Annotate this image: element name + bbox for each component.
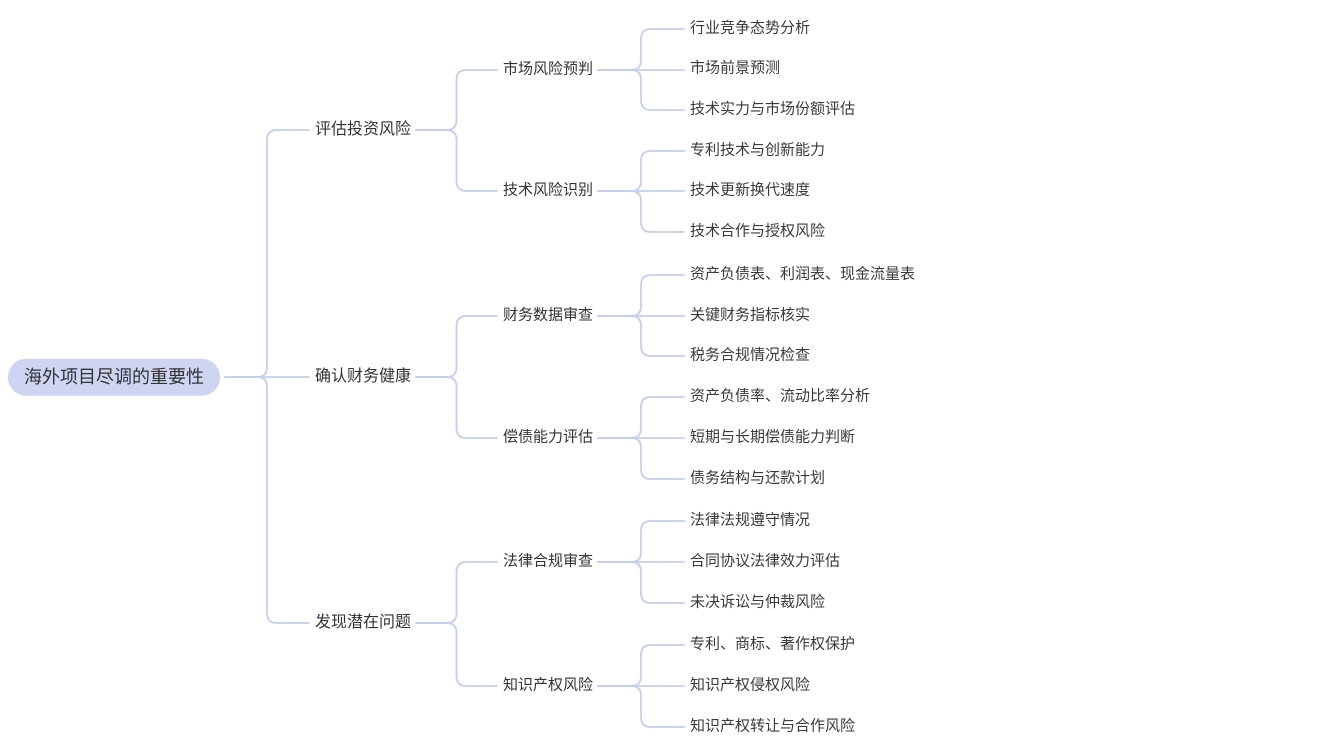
leaf-node[interactable]: 知识产权转让与合作风险 (690, 717, 856, 735)
connector-path (597, 396, 685, 439)
topic-node-financial-data-review[interactable]: 财务数据审查 (503, 306, 594, 324)
branch-node-potential-issues[interactable]: 发现潜在问题 (315, 614, 412, 631)
leaf-node[interactable]: 税务合规情况检查 (690, 346, 811, 364)
leaf-node[interactable]: 行业竞争态势分析 (690, 19, 811, 37)
topic-node-ip-risk[interactable]: 知识产权风险 (503, 676, 594, 694)
leaf-node[interactable]: 法律法规遵守情况 (690, 511, 811, 529)
leaf-node[interactable]: 技术实力与市场份额评估 (690, 100, 856, 118)
connector-path (597, 274, 685, 317)
root-node[interactable]: 海外项目尽调的重要性 (8, 358, 220, 396)
connector-path (597, 685, 685, 728)
connector-path (597, 28, 685, 71)
connector-path (415, 376, 498, 439)
leaf-node[interactable]: 市场前景预测 (690, 59, 781, 77)
leaf-node[interactable]: 专利技术与创新能力 (690, 141, 826, 159)
branch-node-investment-risk[interactable]: 评估投资风险 (315, 121, 412, 138)
connector-path (415, 622, 498, 687)
connector-path (415, 315, 498, 378)
connector-path (597, 69, 685, 111)
topic-node-market-risk-forecast[interactable]: 市场风险预判 (503, 60, 594, 78)
leaf-node[interactable]: 技术合作与授权风险 (690, 222, 826, 240)
leaf-node[interactable]: 关键财务指标核实 (690, 306, 811, 324)
leaf-node[interactable]: 合同协议法律效力评估 (690, 552, 841, 570)
topic-node-legal-compliance-review[interactable]: 法律合规审查 (503, 552, 594, 570)
connector-path (597, 437, 685, 480)
branch-node-financial-health[interactable]: 确认财务健康 (315, 368, 412, 385)
leaf-node[interactable]: 短期与长期偿债能力判断 (690, 428, 856, 446)
connector-path (224, 129, 310, 378)
leaf-node[interactable]: 资产负债率、流动比率分析 (690, 387, 871, 405)
connector-path (597, 644, 685, 687)
connector-path (597, 315, 685, 357)
connector-path (597, 150, 685, 192)
topic-node-solvency-assessment[interactable]: 偿债能力评估 (503, 428, 594, 446)
connector-path (597, 561, 685, 604)
connector-path (597, 520, 685, 563)
connector-path (415, 69, 498, 131)
leaf-node[interactable]: 知识产权侵权风险 (690, 676, 811, 694)
topic-node-tech-risk-identification[interactable]: 技术风险识别 (503, 181, 594, 199)
leaf-node[interactable]: 未决诉讼与仲裁风险 (690, 593, 826, 611)
connector-path (224, 376, 310, 624)
leaf-node[interactable]: 债务结构与还款计划 (690, 469, 826, 487)
leaf-node[interactable]: 资产负债表、利润表、现金流量表 (690, 265, 916, 283)
connector-path (597, 190, 685, 233)
connector-path (415, 129, 498, 192)
leaf-node[interactable]: 专利、商标、著作权保护 (690, 635, 856, 653)
leaf-node[interactable]: 技术更新换代速度 (690, 181, 811, 199)
connector-path (415, 561, 498, 624)
